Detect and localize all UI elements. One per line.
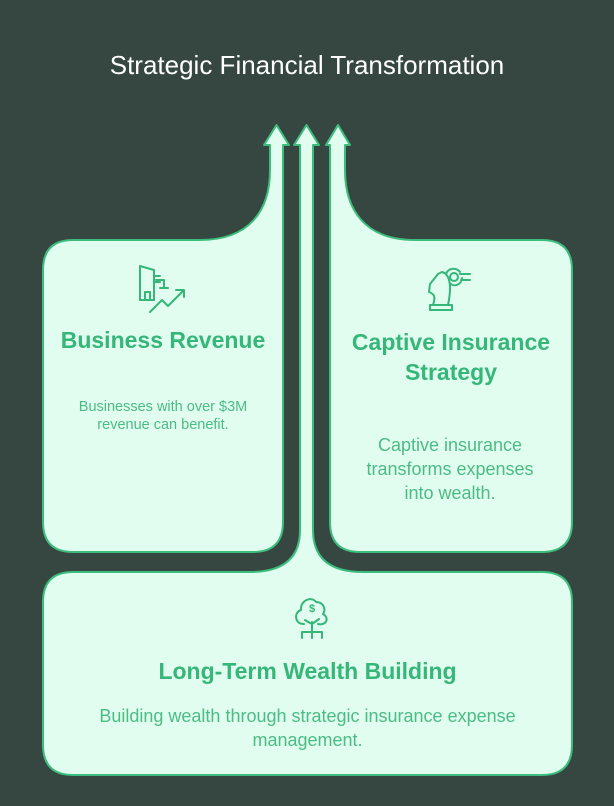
card-description: Businesses with over $3M revenue can ben… <box>78 399 248 433</box>
card-heading: Business Revenue <box>60 327 266 353</box>
chess-knight-icon <box>428 267 471 311</box>
wealth-building-shape <box>42 124 573 776</box>
money-tree-icon: $ <box>295 598 328 639</box>
card-heading: Captive Insurance Strategy <box>351 329 551 385</box>
card-heading: Long-Term Wealth Building <box>158 658 457 684</box>
card-description: Building wealth through strategic insura… <box>99 706 516 750</box>
card-description: Captive insurance transforms expenses in… <box>366 435 534 503</box>
svg-text:$: $ <box>309 603 315 615</box>
business-revenue-shape <box>42 124 290 553</box>
building-growth-icon <box>139 265 185 313</box>
captive-insurance-shape <box>325 124 573 553</box>
page-title: Strategic Financial Transformation <box>109 50 505 80</box>
